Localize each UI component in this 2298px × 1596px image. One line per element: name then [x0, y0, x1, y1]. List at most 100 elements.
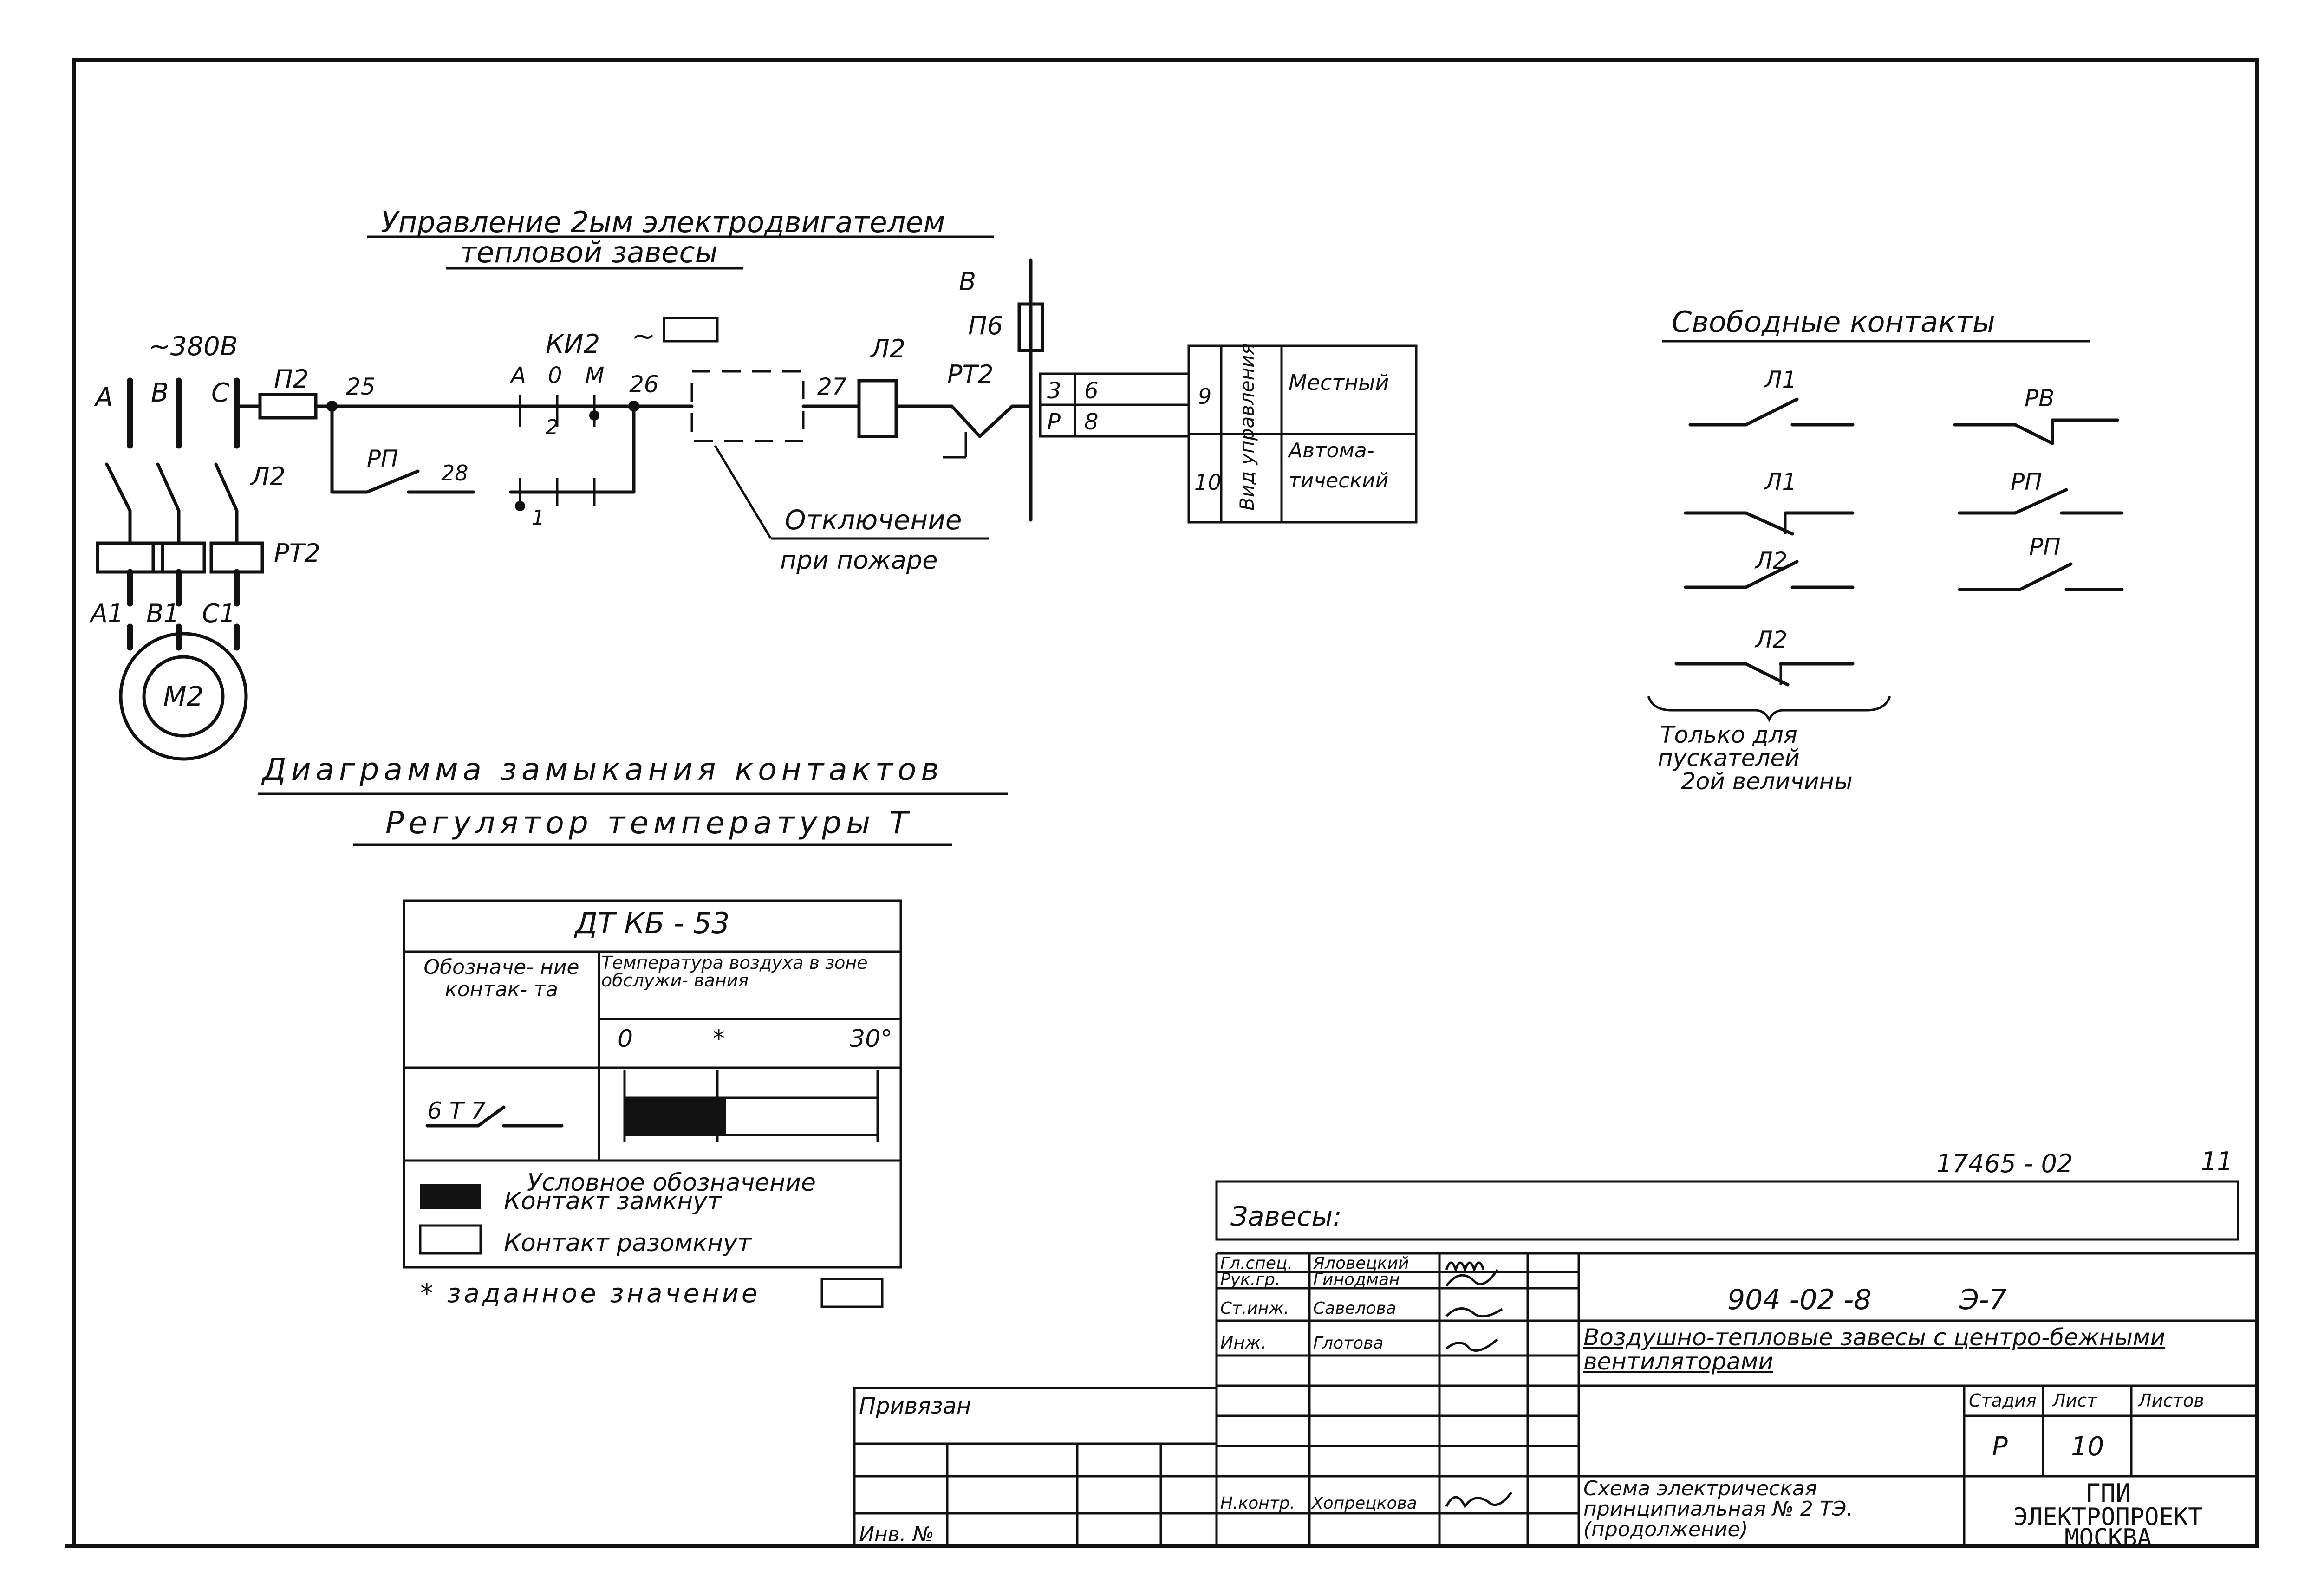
normcontrol-role: Н.контр.: [1220, 1494, 1295, 1513]
coil-l2: [857, 379, 898, 438]
legend-open-swatch: [419, 1224, 482, 1255]
free-contact-rp-a-label: РП: [2011, 468, 2042, 495]
mode-header: Вид управления: [1236, 343, 1258, 511]
name-2: Гинодман: [1313, 1270, 1400, 1289]
fire-shutdown-box: [690, 370, 805, 442]
wire-27-label: 27: [817, 373, 847, 400]
bound-label: Привязан: [859, 1393, 971, 1419]
free-contacts-title: Свободные контакты: [1672, 305, 1995, 339]
main-title: Управление 2ым электродвигателем теплово…: [367, 205, 994, 270]
lead-b1-label: В1: [146, 599, 179, 628]
role-3: Ст.инж.: [1220, 1299, 1289, 1318]
org-line1: ГПИ: [2085, 1479, 2131, 1508]
fuse-p6-label: П6: [968, 311, 1003, 340]
fuse-p2-label: П2: [274, 364, 309, 394]
motor-outer: [119, 632, 248, 761]
mode-num-10: 10: [1194, 470, 1222, 495]
role-4: Инж.: [1220, 1332, 1267, 1353]
wire-25-label: 25: [346, 373, 376, 400]
scale-end: 30°: [850, 1025, 892, 1053]
role-2: Рук.гр.: [1220, 1270, 1280, 1289]
col1-header: Обозначе- ние контак- та: [423, 956, 579, 1001]
ac-indicator: [663, 317, 719, 343]
mode-table: 9 10 Вид управления Местный Автома- тиче…: [1187, 343, 1418, 524]
role-1: Гл.спец.: [1220, 1254, 1293, 1273]
signature-2: [1445, 1269, 1499, 1287]
inv-label: Инв. №: [859, 1523, 934, 1546]
rp-label: РП: [367, 445, 398, 472]
free-contact-rp-b-label: РП: [2029, 533, 2061, 560]
sheet-value: 10: [2071, 1432, 2104, 1462]
main-title-line1: Управление 2ым электродвигателем: [381, 205, 945, 239]
wire-26-label: 26: [629, 371, 659, 398]
name-4: Глотова: [1313, 1334, 1383, 1353]
col2-header: Температура воздуха в зоне обслужи- вани…: [601, 954, 868, 989]
wire-28-label: 28: [441, 461, 469, 486]
state-bar-closed: [625, 1098, 726, 1135]
fire-note-line1: Отключение: [785, 504, 962, 536]
fuse-p2: [258, 393, 318, 420]
scale-setpoint: *: [713, 1025, 725, 1053]
thermal-element-c: [209, 541, 264, 574]
brace: [1647, 696, 1891, 722]
free-contact-l1-a-label: Л1: [1764, 366, 1797, 393]
page-mark: 11: [2201, 1147, 2233, 1176]
free-note-line3: 2ой величины: [1681, 768, 1853, 795]
mode-num-9: 9: [1198, 384, 1211, 409]
signature-normcontrol: [1445, 1492, 1512, 1509]
signature-4: [1445, 1338, 1498, 1352]
name-1: Яловецкий: [1313, 1254, 1409, 1273]
subject-label: Завесы:: [1230, 1200, 1342, 1232]
stage-value: Р: [1992, 1432, 2008, 1462]
contact-diagram: Диаграмма замыкания контактов Регулятор …: [258, 752, 1008, 1309]
control-thermal-relay-label: РТ2: [947, 360, 994, 389]
signature-1: [1445, 1261, 1485, 1273]
terminal-r1-a: 3: [1047, 378, 1061, 404]
rp-contact: [365, 469, 420, 494]
legend-closed-label: Контакт замкнут: [504, 1187, 722, 1215]
ac-symbol: ~: [631, 319, 656, 353]
terminal-r2-b: 8: [1084, 409, 1099, 435]
mode-local: Местный: [1289, 370, 1389, 395]
lead-a1-label: А1: [89, 599, 124, 628]
sheet-code: Э-7: [1959, 1284, 2007, 1316]
switch-pos-a: А: [509, 363, 526, 389]
terminal-r1-b: 6: [1084, 378, 1099, 404]
device-name: ДТ КБ - 53: [573, 906, 729, 940]
sheets-header: Листов: [2137, 1390, 2204, 1411]
free-contact-l2-b-label: Л2: [1754, 626, 1787, 653]
design-code: 904 -02 -8: [1727, 1284, 1872, 1316]
org-line2: ЭЛЕКТРОПРОЕКТ: [2014, 1503, 2203, 1531]
legend-title: Условное обозначение: [527, 1169, 816, 1197]
drawing-frame: [72, 58, 2259, 1548]
switch-contact-2: 2: [546, 415, 559, 439]
motor-inner: [142, 655, 225, 738]
main-title-line2: тепловой завесы: [460, 235, 718, 269]
doc-number: 17465 - 02: [1936, 1149, 2073, 1178]
stage-header: Стадия: [1969, 1390, 2037, 1411]
node-b-label: В: [959, 267, 976, 296]
control-circuit: П2 25 РП 28 КИ2 А 0 М 2 1 26 ~: [235, 258, 1044, 575]
power-thermal-relay-label: РТ2: [274, 538, 320, 568]
power-circuit: ~380В А В С Л2 РТ2 А1 В1 С1 М2: [89, 331, 320, 761]
mode-auto-line1: Автома-: [1287, 439, 1374, 462]
setpoint-note: * заданное значение: [420, 1278, 760, 1309]
mode-auto-line2: тический: [1289, 469, 1388, 493]
switch-pos-0: 0: [548, 363, 562, 389]
free-contact-l1-b-label: Л1: [1764, 468, 1797, 495]
normcontrol-name: Хопрецкова: [1311, 1494, 1417, 1513]
phase-c-label: С: [211, 378, 229, 408]
drawing-name: Схема электрическая принципиальная № 2 Т…: [1583, 1479, 1853, 1540]
scale-start: 0: [618, 1025, 633, 1053]
supply-label: ~380В: [149, 331, 238, 362]
terminal-block: 3 6 Р 8: [1039, 372, 1190, 438]
phase-a-label: А: [94, 383, 113, 413]
contact-label: 6 Т 7: [427, 1097, 486, 1124]
setpoint-box: [820, 1278, 884, 1308]
switch-pos-m: М: [585, 363, 604, 389]
diagram-subtitle: Регулятор температуры Т: [385, 805, 912, 841]
free-contact-rv-label: РВ: [2025, 385, 2054, 412]
coil-label: Л2: [870, 334, 905, 363]
sheet-header: Лист: [2051, 1390, 2098, 1411]
